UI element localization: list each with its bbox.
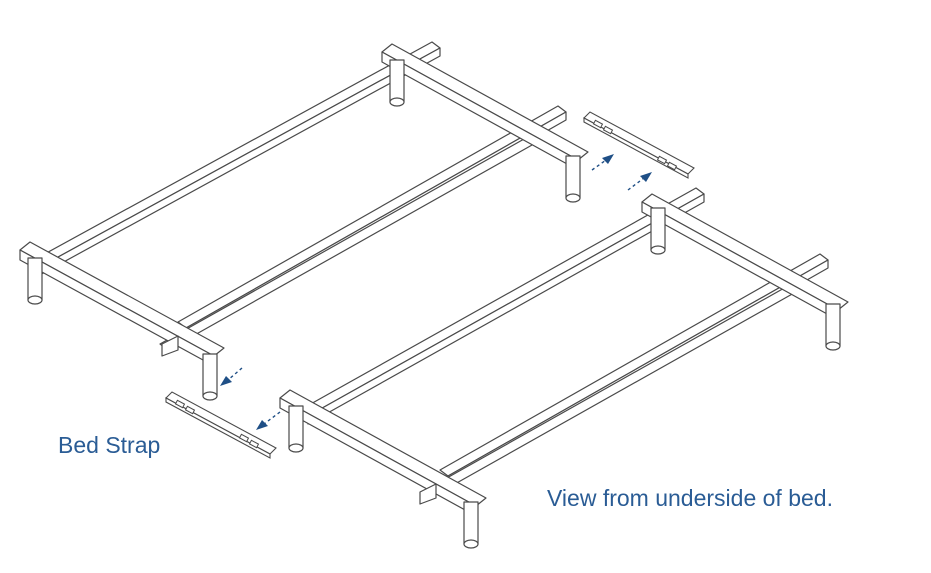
right-frame-leg-back-right xyxy=(825,303,841,351)
right-frame-crossbar-front xyxy=(279,389,487,517)
right-frame-side-rail xyxy=(299,187,705,425)
arrow-strap-top-right xyxy=(627,172,652,191)
left-frame-leg-back-right xyxy=(565,155,581,203)
view-note-label: View from underside of bed. xyxy=(547,485,833,511)
right-frame xyxy=(279,187,849,549)
left-frame xyxy=(19,41,589,401)
arrow-strap-top-left xyxy=(591,154,614,171)
left-frame-leg-back-left xyxy=(389,59,405,107)
bed-strap-label: Bed Strap xyxy=(58,432,161,458)
right-frame-crossbar-back xyxy=(641,193,849,321)
right-frame-leg-front-right xyxy=(463,501,479,549)
right-frame-leg-front-left xyxy=(288,405,304,453)
arrow-strap-bottom-left xyxy=(220,367,243,386)
left-frame-side-rail-top xyxy=(29,41,441,277)
left-frame-leg-front-left xyxy=(27,257,43,305)
arrow-strap-bottom-right xyxy=(256,411,281,430)
bed-strap-top xyxy=(583,111,695,179)
right-frame-leg-back-left xyxy=(650,207,666,255)
left-frame-crossbar-front xyxy=(19,241,225,367)
bed-strap-bottom xyxy=(165,391,277,459)
left-frame-rail-end-tab xyxy=(161,335,179,357)
right-frame-rail-end-tab xyxy=(419,483,437,505)
left-frame-leg-front-right xyxy=(202,353,218,401)
